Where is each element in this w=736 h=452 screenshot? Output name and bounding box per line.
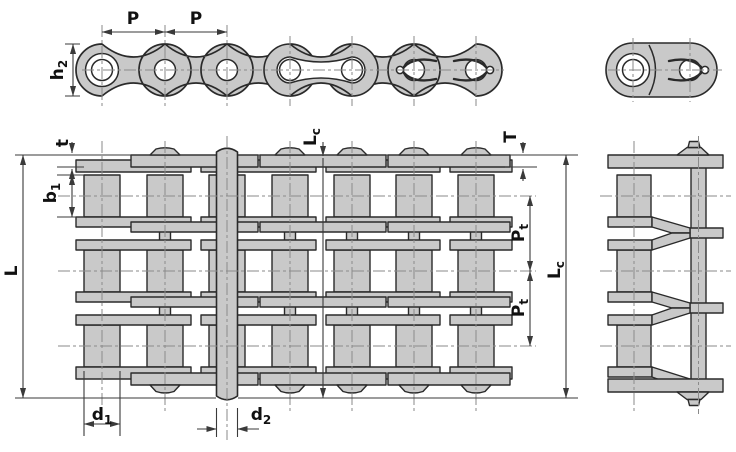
dim-label-transverse-pitch-1: Pt <box>509 224 531 242</box>
dim-label-plate-height: h2 <box>48 60 70 80</box>
pin-heads-bottom <box>149 384 492 394</box>
outer-plates <box>130 154 511 386</box>
plate-height-dimension: h2 <box>48 43 80 97</box>
dim-label-plate-thickness-outer: T <box>501 131 521 143</box>
cranked-plates-1 <box>607 216 724 251</box>
side-strand-centerlines <box>600 195 731 347</box>
triplex-plan-view <box>58 136 536 440</box>
top-plate-bar <box>607 154 724 169</box>
offset-link-side-view <box>600 136 731 414</box>
connecting-link-top-view <box>605 38 722 102</box>
dim-label-length-l: L <box>2 265 22 276</box>
dim-label-transverse-pitch-2: Pt <box>509 299 531 317</box>
side-column-centerlines <box>633 136 699 414</box>
cranked-plates-2 <box>607 291 724 326</box>
bottom-plate-bars <box>607 366 724 393</box>
link-centerlines <box>608 38 722 102</box>
dim-label-pitch-right: P <box>190 9 202 29</box>
dim-label-inner-width: b1 <box>41 183 63 204</box>
dim-label-pitch-left: P <box>127 9 139 29</box>
plan-dimensions: L Lc t b1 T Pt Pt Lc d1 d2 <box>2 128 578 437</box>
dim-label-pin-diameter: d2 <box>251 405 272 427</box>
dim-label-plate-thickness: t <box>53 139 73 147</box>
pin-heads-top <box>149 147 492 156</box>
hole-centerlines <box>101 25 477 109</box>
chain-side-view <box>75 25 504 109</box>
dim-label-length-lc-plan: Lc <box>301 128 323 146</box>
dim-label-roller-diameter: d1 <box>92 405 113 427</box>
strand-centerlines <box>58 195 536 347</box>
pin-heads-side <box>676 140 710 407</box>
pin-column-centerlines <box>101 136 477 440</box>
pitch-dimension: P P <box>101 9 228 36</box>
dim-label-length-lc-side: Lc <box>545 261 567 279</box>
